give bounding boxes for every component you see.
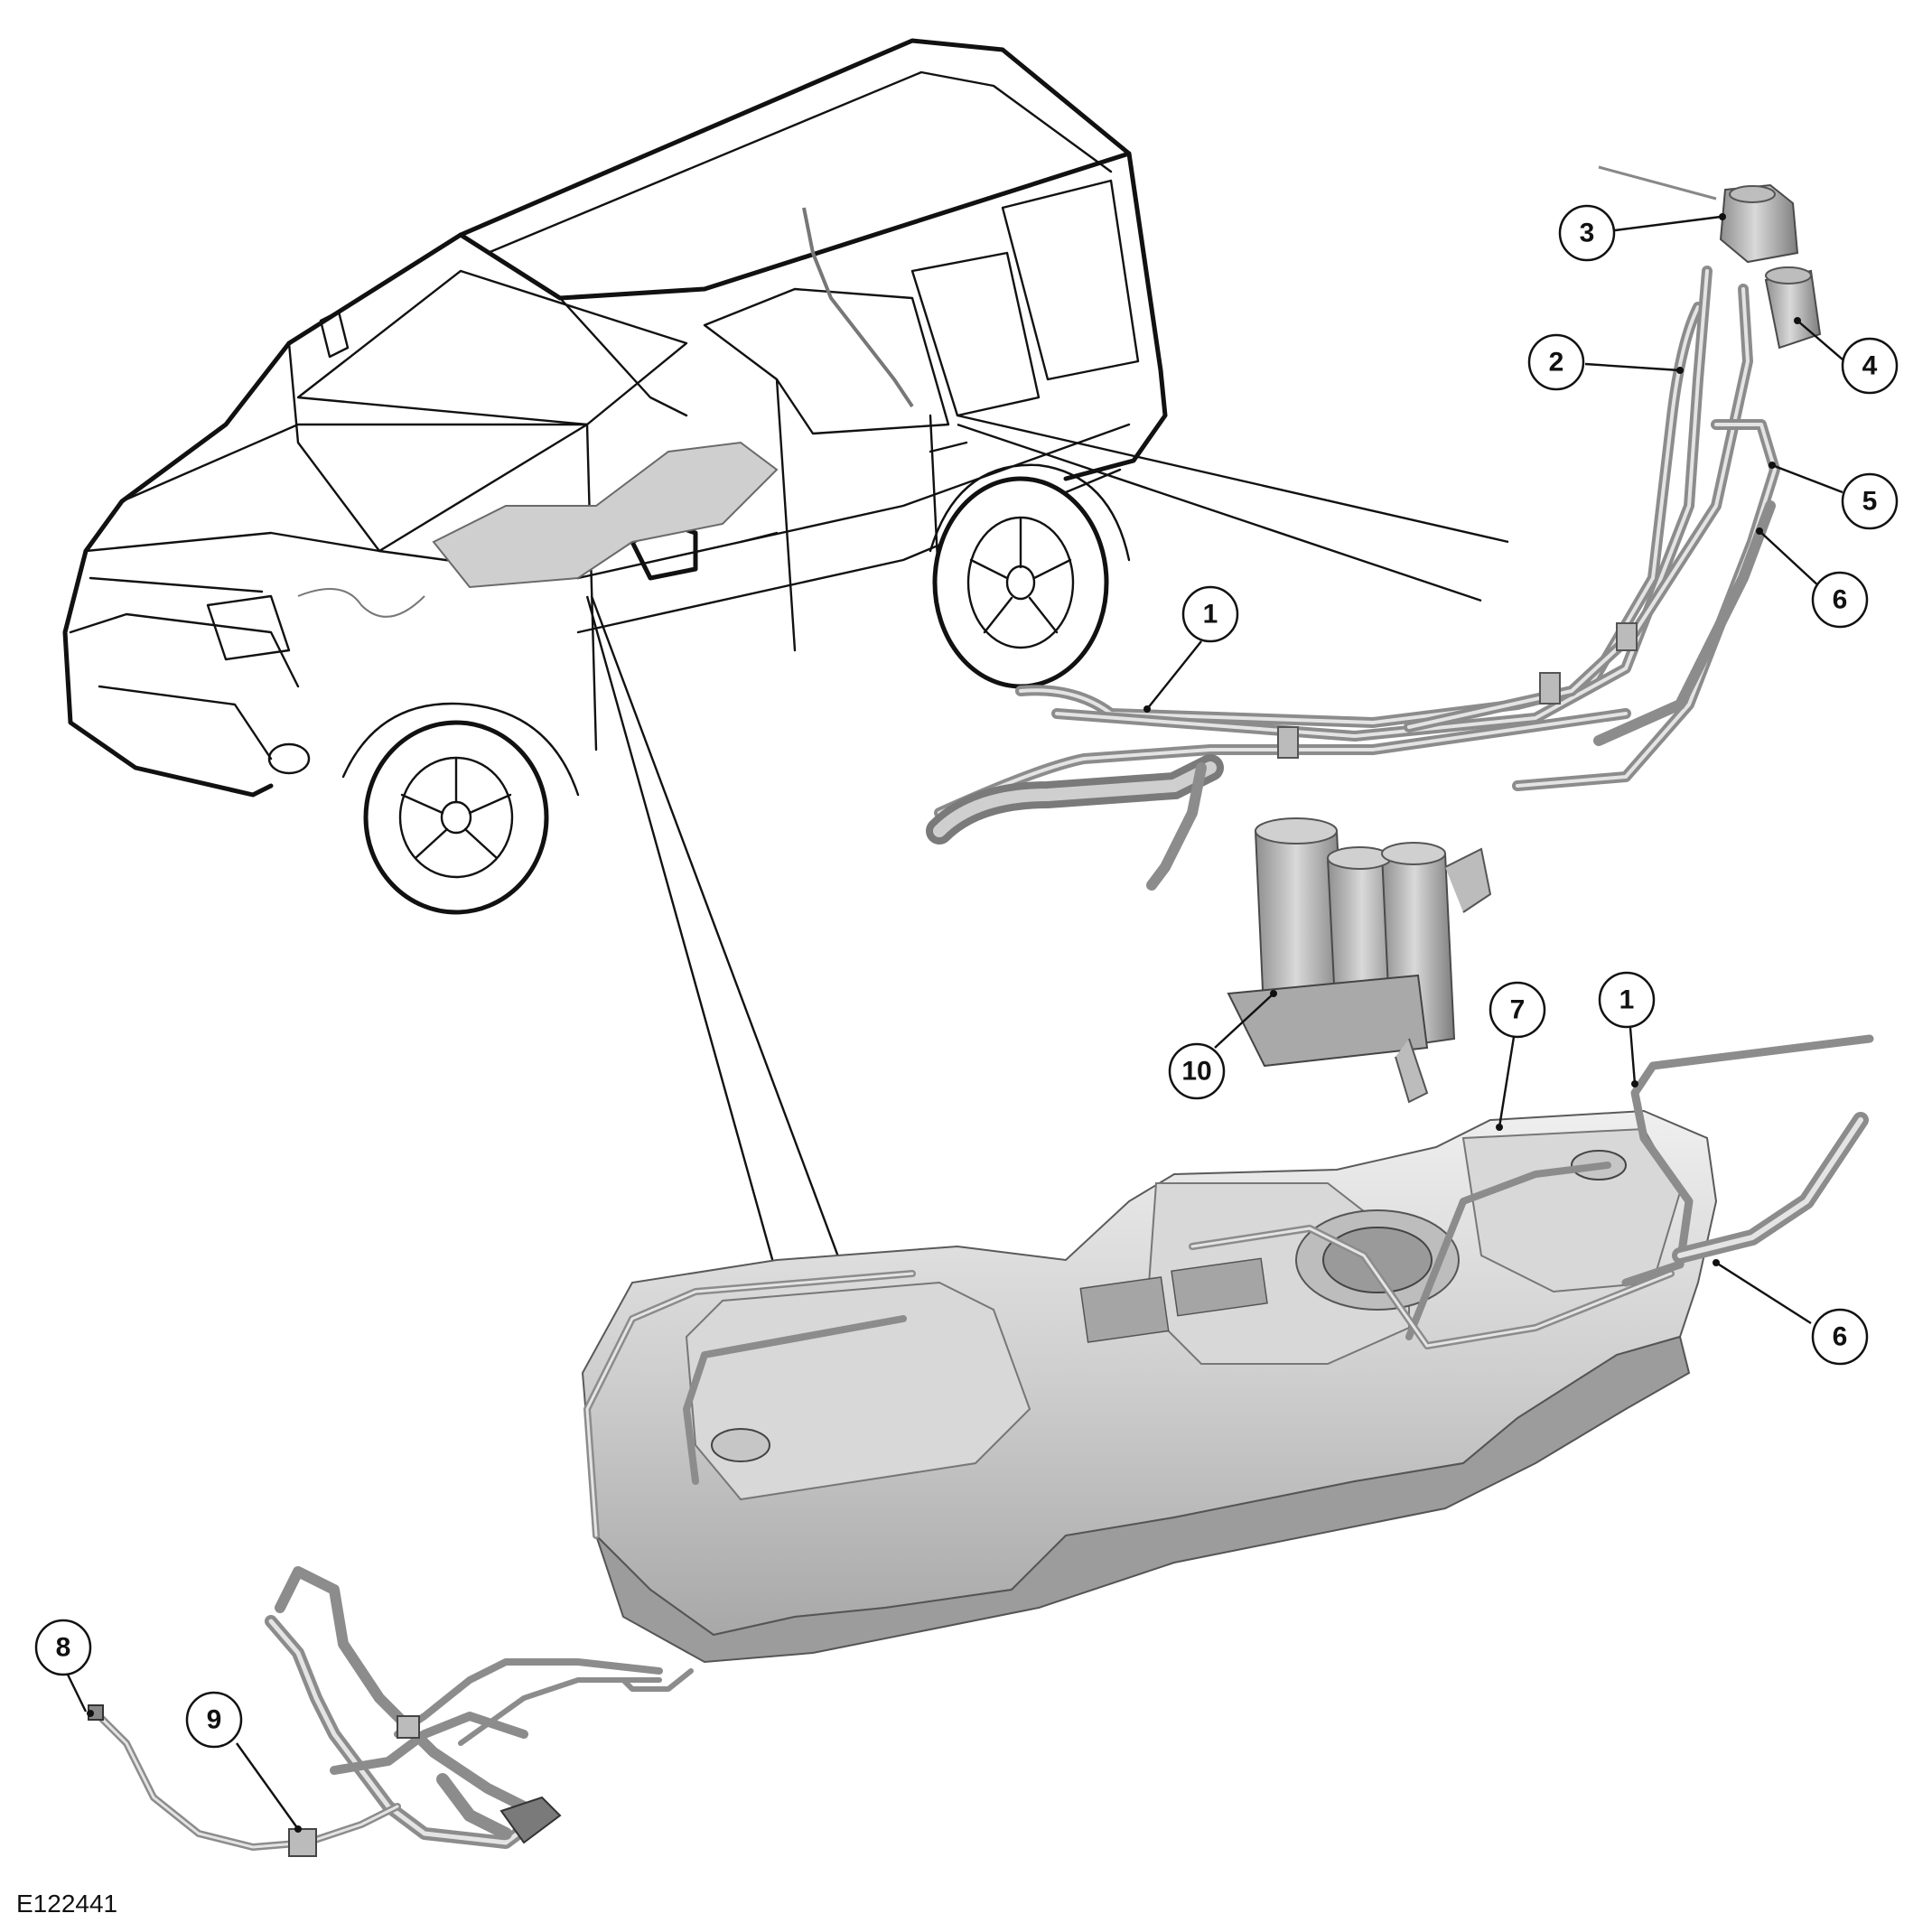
callout-6-upper: 6	[1756, 527, 1869, 629]
callout-2: 2	[1527, 333, 1684, 391]
svg-text:4: 4	[1862, 351, 1878, 381]
svg-text:6: 6	[1833, 585, 1848, 615]
svg-text:1: 1	[1619, 985, 1635, 1015]
svg-text:3: 3	[1580, 219, 1595, 248]
callout-1-lower: 1	[1598, 971, 1656, 1087]
lower-hose-assembly	[88, 1566, 562, 1857]
callout-4: 4	[1794, 317, 1899, 395]
magnification-lines	[585, 414, 1509, 1293]
callout-9: 9	[185, 1691, 302, 1833]
svg-text:6: 6	[1833, 1322, 1848, 1352]
callout-1-upper: 1	[1143, 585, 1239, 713]
svg-text:1: 1	[1203, 600, 1218, 630]
callout-5: 5	[1769, 462, 1899, 530]
svg-text:7: 7	[1510, 995, 1526, 1025]
callout-7: 7	[1489, 981, 1546, 1131]
vehicle-illustration	[62, 38, 1168, 915]
front-wheel	[341, 702, 580, 915]
svg-text:10: 10	[1181, 1057, 1211, 1087]
svg-text:5: 5	[1862, 487, 1878, 517]
rear-wheel	[929, 463, 1131, 689]
callout-6-lower: 6	[1713, 1259, 1869, 1366]
fuel-tank	[394, 1034, 1874, 1746]
callout-8: 8	[34, 1619, 94, 1717]
filler-and-pipe-assembly	[926, 165, 1822, 1104]
evap-canister	[1227, 817, 1492, 1104]
callout-10: 10	[1168, 990, 1277, 1100]
callouts: 3 2 4 5 6 1	[34, 204, 1899, 1833]
svg-text:8: 8	[56, 1633, 71, 1663]
diagram-reference-code: E122441	[16, 1890, 118, 1918]
svg-text:2: 2	[1549, 348, 1564, 378]
callout-3: 3	[1558, 204, 1726, 262]
svg-text:9: 9	[207, 1705, 222, 1735]
